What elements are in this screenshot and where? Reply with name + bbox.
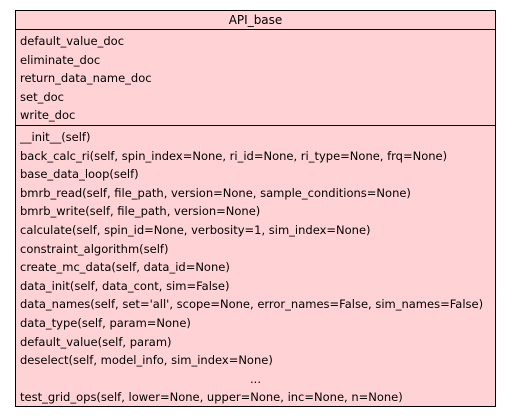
attribute-item: set_doc	[20, 89, 64, 104]
method-item: create_mc_data(self, data_id=None)	[20, 260, 230, 275]
method-item: deselect(self, model_info, sim_index=Non…	[20, 353, 273, 368]
method-item: __init__(self)	[20, 130, 91, 144]
class-name: API_base	[16, 11, 495, 30]
method-item: test_grid_ops(self, lower=None, upper=No…	[20, 390, 403, 405]
attribute-item: return_data_name_doc	[20, 71, 152, 86]
method-item: base_data_loop(self)	[20, 167, 139, 182]
attribute-item: default_value_doc	[20, 34, 125, 48]
uml-class-box: API_base default_value_doc eliminate_doc…	[15, 10, 496, 407]
method-item: back_calc_ri(self, spin_index=None, ri_i…	[20, 148, 448, 163]
method-item: bmrb_write(self, file_path, version=None…	[20, 204, 261, 219]
attribute-item: write_doc	[20, 108, 76, 123]
method-item: data_init(self, data_cont, sim=False)	[20, 278, 230, 293]
methods-compartment: __init__(self) back_calc_ri(self, spin_i…	[16, 126, 495, 407]
method-item: bmrb_read(self, file_path, version=None,…	[20, 185, 411, 200]
method-item: data_names(self, set='all', scope=None, …	[20, 297, 484, 312]
method-item: default_value(self, param)	[20, 334, 172, 349]
attributes-compartment: default_value_doc eliminate_doc return_d…	[16, 30, 495, 126]
attribute-item: eliminate_doc	[20, 52, 101, 67]
ellipsis: ...	[250, 371, 261, 386]
method-item: constraint_algorithm(self)	[20, 241, 169, 256]
method-item: calculate(self, spin_id=None, verbosity=…	[20, 222, 371, 237]
method-item: data_type(self, param=None)	[20, 315, 191, 330]
